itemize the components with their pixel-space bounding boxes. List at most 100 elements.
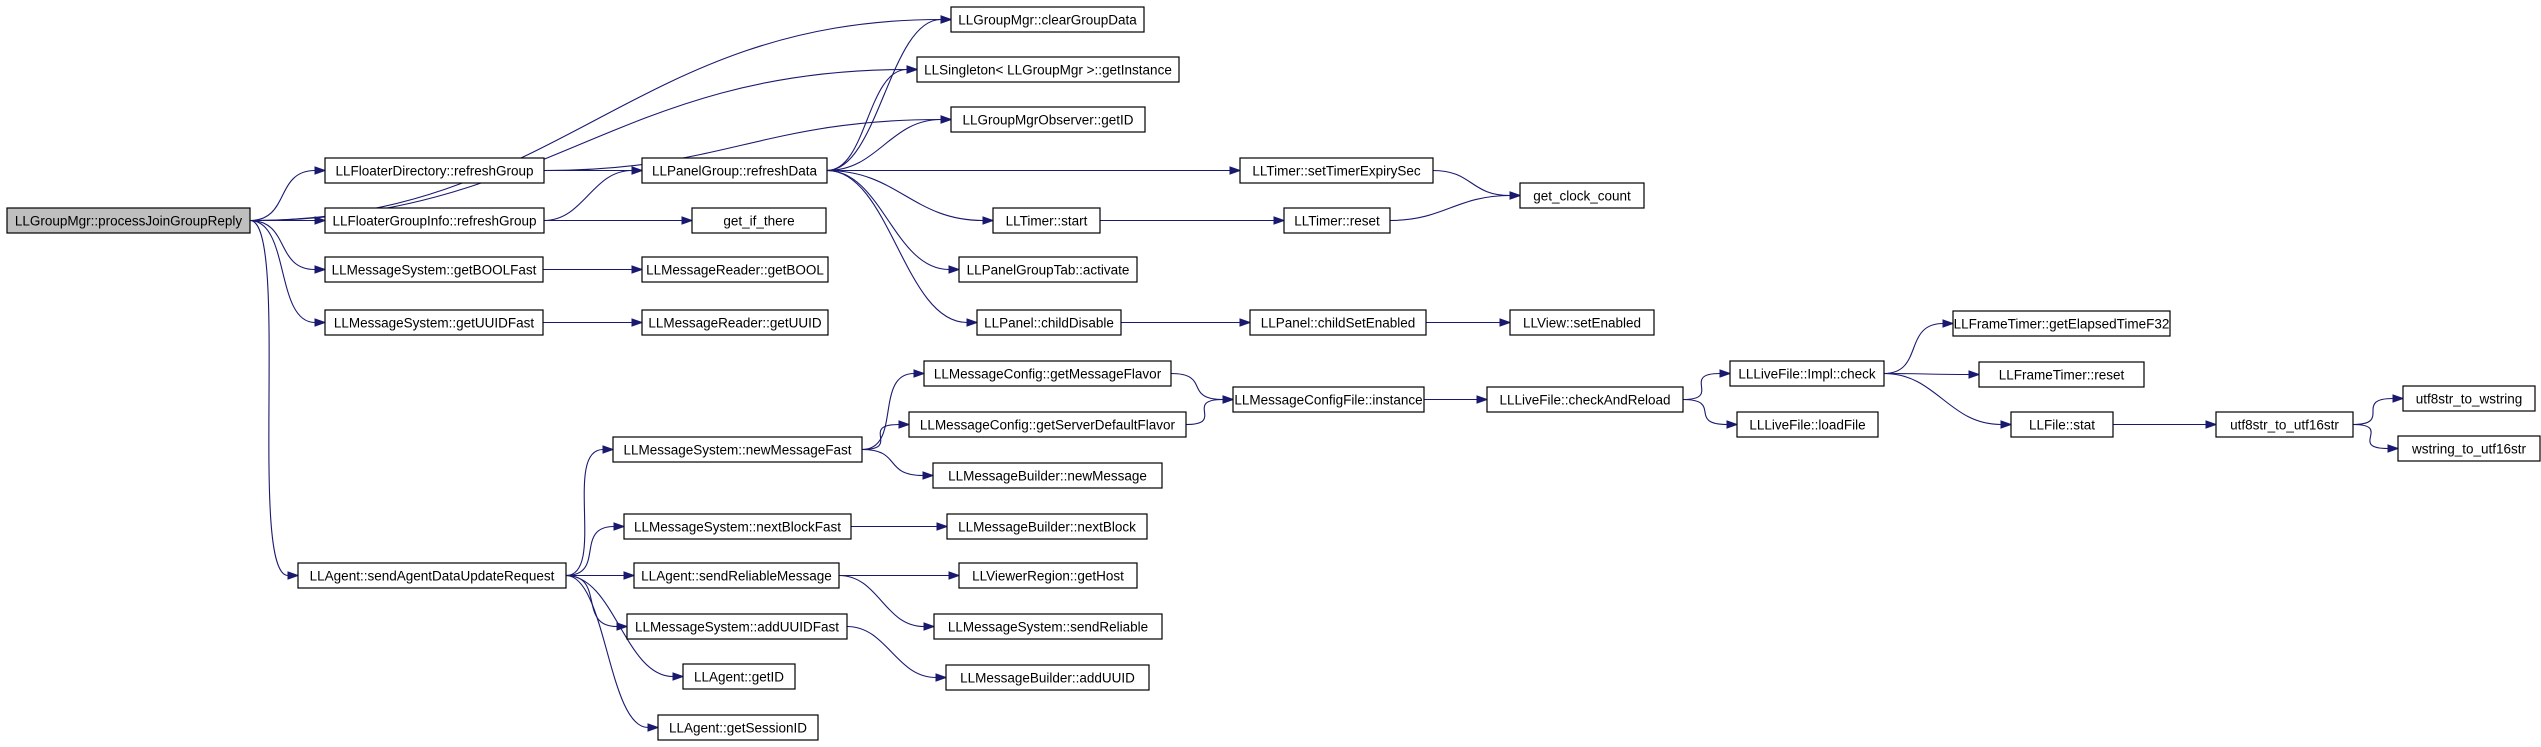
node-label: LLMessageConfigFile::instance (1234, 393, 1422, 408)
function-node-vsetenabled[interactable]: LLView::setEnabled (1509, 309, 1655, 336)
edge-line (249, 18, 942, 222)
arrowhead-icon (681, 216, 694, 225)
node-label: LLLiveFile::loadFile (1749, 418, 1865, 433)
node-box (682, 663, 796, 690)
node-label: LLMessageSystem::getBOOLFast (332, 263, 537, 278)
node-box (1249, 309, 1427, 336)
function-node-cfginst[interactable]: LLMessageConfigFile::instance (1232, 386, 1425, 413)
node-label: LLMessageSystem::nextBlockFast (634, 520, 841, 535)
function-node-tstart[interactable]: LLTimer::start (992, 207, 1101, 234)
arrowhead-icon (1476, 395, 1489, 404)
function-node-sendupd[interactable]: LLAgent::sendAgentDataUpdateRequest (297, 562, 567, 589)
call-edge-checkreload-to-implcheck (1682, 369, 1732, 401)
call-edge-sendupd-to-agentid (565, 574, 685, 681)
function-node-fdref[interactable]: LLFloaterDirectory::refreshGroup (324, 157, 545, 184)
function-node-settimer[interactable]: LLTimer::setTimerExpirySec (1239, 157, 1434, 184)
function-node-u8u16[interactable]: utf8str_to_utf16str (2215, 411, 2354, 438)
node-box (1232, 386, 1425, 413)
function-node-nbfast[interactable]: LLMessageSystem::nextBlockFast (623, 513, 852, 540)
node-label: LLViewerRegion::getHost (972, 569, 1124, 584)
edge-line (1185, 398, 1224, 426)
function-node-adduuid[interactable]: LLMessageBuilder::addUUID (945, 664, 1150, 691)
function-node-sessid[interactable]: LLAgent::getSessionID (657, 714, 819, 741)
arrowhead-icon (936, 522, 949, 531)
arrowhead-icon (935, 673, 948, 682)
node-label: LLMessageSystem::addUUIDFast (635, 620, 839, 635)
function-node-agentid[interactable]: LLAgent::getID (682, 663, 796, 690)
node-box (2397, 435, 2541, 462)
function-node-getuuid[interactable]: LLMessageSystem::getUUIDFast (324, 309, 544, 336)
edge-line (1883, 322, 1944, 375)
node-label: utf8str_to_utf16str (2230, 418, 2339, 433)
node-label: utf8str_to_wstring (2416, 392, 2523, 407)
node-box (1952, 310, 2171, 337)
edge-line (1682, 372, 1721, 401)
function-node-obsid[interactable]: LLGroupMgrObserver::getID (950, 106, 1146, 133)
edge-line (565, 574, 674, 678)
function-node-readbool[interactable]: LLMessageReader::getBOOL (641, 256, 829, 283)
call-edge-fgiref-to-pgref (543, 166, 644, 222)
function-node-treset[interactable]: LLTimer::reset (1283, 207, 1391, 234)
function-node-fstat[interactable]: LLFile::stat (2010, 411, 2114, 438)
function-node-psetenabled[interactable]: LLPanel::childSetEnabled (1249, 309, 1427, 336)
function-node-clock[interactable]: get_clock_count (1519, 182, 1645, 209)
node-label: LLView::setEnabled (1523, 316, 1641, 331)
node-label: get_if_there (723, 214, 794, 229)
function-node-msrel[interactable]: LLMessageSystem::sendReliable (933, 613, 1163, 640)
node-box (950, 106, 1146, 133)
arrowhead-icon (314, 216, 327, 225)
node-label: LLAgent::sendReliableMessage (641, 569, 832, 584)
node-box (908, 411, 1187, 438)
function-node-loadfile[interactable]: LLLiveFile::loadFile (1736, 411, 1879, 438)
call-edge-checkreload-to-loadfile (1682, 398, 1739, 429)
edge-line (1682, 398, 1728, 426)
function-node-newfast[interactable]: LLMessageSystem::newMessageFast (612, 436, 863, 463)
function-node-getbool[interactable]: LLMessageSystem::getBOOLFast (324, 256, 544, 283)
call-edge-getbool-to-readbool (542, 265, 644, 274)
root-function-node[interactable]: LLGroupMgr::processJoinGroupReply (6, 207, 251, 234)
arrowhead-icon (1968, 370, 1981, 379)
function-node-getif[interactable]: get_if_there (691, 207, 827, 234)
function-node-implcheck[interactable]: LLLiveFile::Impl::check (1729, 360, 1885, 387)
call-edge-tstart-to-treset (1100, 216, 1286, 225)
function-node-sendrel[interactable]: LLAgent::sendReliableMessage (633, 562, 840, 589)
node-box (1519, 182, 1645, 209)
function-node-pdisable[interactable]: LLPanel::childDisable (976, 309, 1122, 336)
call-edge-sendrel-to-msrel (838, 574, 936, 631)
call-edge-settimer-to-clock (1432, 169, 1522, 200)
node-label: LLMessageReader::getUUID (648, 316, 822, 331)
arrowhead-icon (898, 420, 911, 429)
arrowhead-icon (940, 15, 953, 24)
function-node-readuuid[interactable]: LLMessageReader::getUUID (641, 309, 829, 336)
function-node-elapsed[interactable]: LLFrameTimer::getElapsedTimeF32 (1952, 310, 2171, 337)
node-box (324, 207, 545, 234)
function-node-pgtab[interactable]: LLPanelGroupTab::activate (958, 256, 1138, 283)
function-node-clear[interactable]: LLGroupMgr::clearGroupData (950, 6, 1145, 33)
edge-line (861, 423, 900, 451)
function-node-newmsg[interactable]: LLMessageBuilder::newMessage (932, 462, 1163, 489)
function-node-u8w[interactable]: utf8str_to_wstring (2402, 385, 2536, 412)
arrowhead-icon (1229, 166, 1242, 175)
function-node-singleton[interactable]: LLSingleton< LLGroupMgr >::getInstance (916, 56, 1180, 83)
node-box (945, 664, 1150, 691)
function-node-gethost[interactable]: LLViewerRegion::getHost (958, 562, 1138, 589)
node-label: LLTimer::start (1006, 214, 1088, 229)
function-node-wsu16[interactable]: wstring_to_utf16str (2397, 435, 2541, 462)
edge-line (249, 68, 908, 222)
function-node-pgref[interactable]: LLPanelGroup::refreshData (641, 157, 828, 184)
node-box (976, 309, 1122, 336)
function-node-srvflavor[interactable]: LLMessageConfig::getServerDefaultFlavor (908, 411, 1187, 438)
edge-line (1883, 372, 2002, 426)
function-node-checkreload[interactable]: LLLiveFile::checkAndReload (1486, 386, 1684, 413)
edge-line (1170, 372, 1224, 401)
arrowhead-icon (2387, 444, 2400, 453)
call-edge-pgref-to-pgtab (826, 169, 961, 274)
arrowhead-icon (314, 265, 327, 274)
function-node-nextblock[interactable]: LLMessageBuilder::nextBlock (946, 513, 1148, 540)
arrowhead-icon (602, 445, 615, 454)
function-node-ftreset[interactable]: LLFrameTimer::reset (1978, 361, 2145, 388)
function-node-flavor[interactable]: LLMessageConfig::getMessageFlavor (923, 360, 1172, 387)
function-node-fgiref[interactable]: LLFloaterGroupInfo::refreshGroup (324, 207, 545, 234)
function-node-addfast[interactable]: LLMessageSystem::addUUIDFast (626, 613, 848, 640)
